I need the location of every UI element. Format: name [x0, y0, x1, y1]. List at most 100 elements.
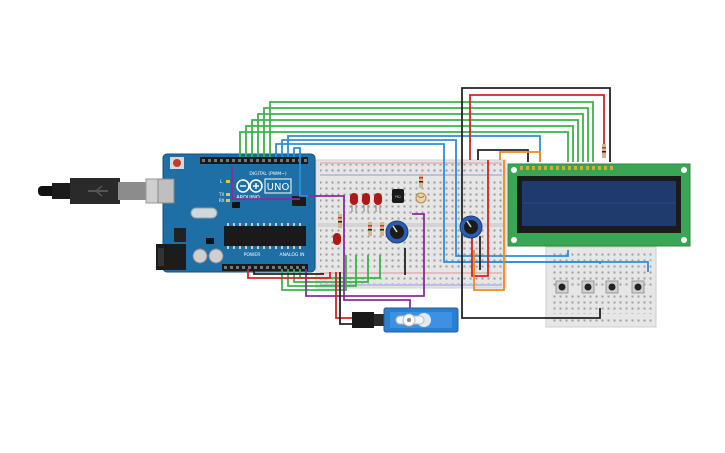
chip-leg: [257, 223, 259, 226]
wires-purple: [231, 166, 425, 308]
led-red-3: [374, 193, 382, 212]
chip-leg: [227, 223, 229, 226]
lcd-module: [507, 163, 691, 247]
led-red-4: [333, 233, 341, 245]
lcd-pin: [598, 166, 601, 170]
photoresistor: [415, 192, 427, 204]
chip-leg: [245, 246, 247, 249]
usb-cable: [38, 178, 173, 204]
chip-leg: [239, 246, 241, 249]
lcd-pin: [538, 166, 541, 170]
led-tx-label: TX: [218, 192, 224, 197]
header-pin: [286, 159, 289, 162]
header-pin: [278, 266, 281, 269]
potentiometer-icon[interactable]: [385, 220, 409, 244]
usb-plug-icon: [88, 185, 108, 197]
potentiometer-icon[interactable]: [459, 215, 483, 239]
push-button: [605, 280, 619, 294]
digital-label: DIGITAL (PWM~): [249, 171, 287, 177]
lcd-pin: [586, 166, 589, 170]
chip-leg: [233, 223, 235, 226]
header-pin: [242, 266, 245, 269]
lcd-pin: [604, 166, 607, 170]
header-pin: [230, 266, 233, 269]
servo-motor: [352, 307, 459, 333]
header-pin: [292, 159, 295, 162]
push-button: [581, 280, 595, 294]
lcd-pin: [574, 166, 577, 170]
header-pin: [254, 266, 257, 269]
header-pin: [296, 266, 299, 269]
lcd-pin: [568, 166, 571, 170]
push-button: [631, 280, 645, 294]
header-pin: [290, 266, 293, 269]
chip-leg: [269, 223, 271, 226]
lcd-pin: [544, 166, 547, 170]
lcd-pin: [562, 166, 565, 170]
lcd-pin: [592, 166, 595, 170]
wires-blue: [275, 135, 649, 272]
chip-leg: [269, 246, 271, 249]
header-pin: [262, 159, 265, 162]
header-pin: [274, 159, 277, 162]
wires-red: [247, 94, 605, 319]
header-pin: [302, 266, 305, 269]
arduino-logo: UNO ARDUINO: [236, 178, 292, 201]
header-pin: [272, 266, 275, 269]
led-red-2: [362, 193, 370, 212]
chip-leg: [299, 223, 301, 226]
chip-leg: [299, 246, 301, 249]
header-pin: [220, 159, 223, 162]
chip-leg: [275, 223, 277, 226]
header-pin: [256, 159, 259, 162]
header-pin: [238, 159, 241, 162]
chip-leg: [281, 246, 283, 249]
header-pin: [284, 266, 287, 269]
lcd-pin: [520, 166, 523, 170]
header-pin: [304, 159, 307, 162]
breadboard-buttons: [545, 246, 657, 328]
microcontroller-chip: [224, 226, 306, 246]
wires-green: [239, 101, 594, 291]
board-model: UNO: [267, 182, 290, 193]
lcd-pin: [580, 166, 583, 170]
svg-text:PN2: PN2: [395, 195, 401, 199]
header-pin: [268, 159, 271, 162]
header-pin: [236, 266, 239, 269]
chip-leg: [287, 223, 289, 226]
header-pin: [214, 159, 217, 162]
chip-leg: [287, 246, 289, 249]
wires-black: [253, 87, 611, 325]
lcd-pin: [556, 166, 559, 170]
lcd-pin: [610, 166, 613, 170]
header-pin: [248, 266, 251, 269]
chip-leg: [233, 246, 235, 249]
chip-leg: [263, 246, 265, 249]
chip-leg: [263, 223, 265, 226]
transistor: PN2: [392, 189, 404, 203]
chip-leg: [293, 246, 295, 249]
header-pin: [266, 266, 269, 269]
header-pin: [202, 159, 205, 162]
header-pin: [244, 159, 247, 162]
led-l-label: L: [220, 179, 223, 184]
chip-leg: [275, 246, 277, 249]
power-label: POWER: [244, 252, 261, 258]
arduino-board: UNO ARDUINO DIGITAL (PWM~) POWER ANALOG …: [156, 153, 316, 273]
reset-button-icon[interactable]: [170, 157, 184, 169]
chip-leg: [251, 223, 253, 226]
resistors: [338, 144, 606, 236]
wires-orange: [473, 151, 541, 291]
chip-leg: [245, 223, 247, 226]
lcd-pin: [532, 166, 535, 170]
chip-leg: [239, 223, 241, 226]
header-pin: [226, 159, 229, 162]
header-pin: [260, 266, 263, 269]
chip-leg: [281, 223, 283, 226]
lcd-pin: [526, 166, 529, 170]
chip-leg: [257, 246, 259, 249]
header-pin: [224, 266, 227, 269]
led-red-1: [350, 193, 358, 212]
led-rx-label: RX: [219, 198, 225, 203]
